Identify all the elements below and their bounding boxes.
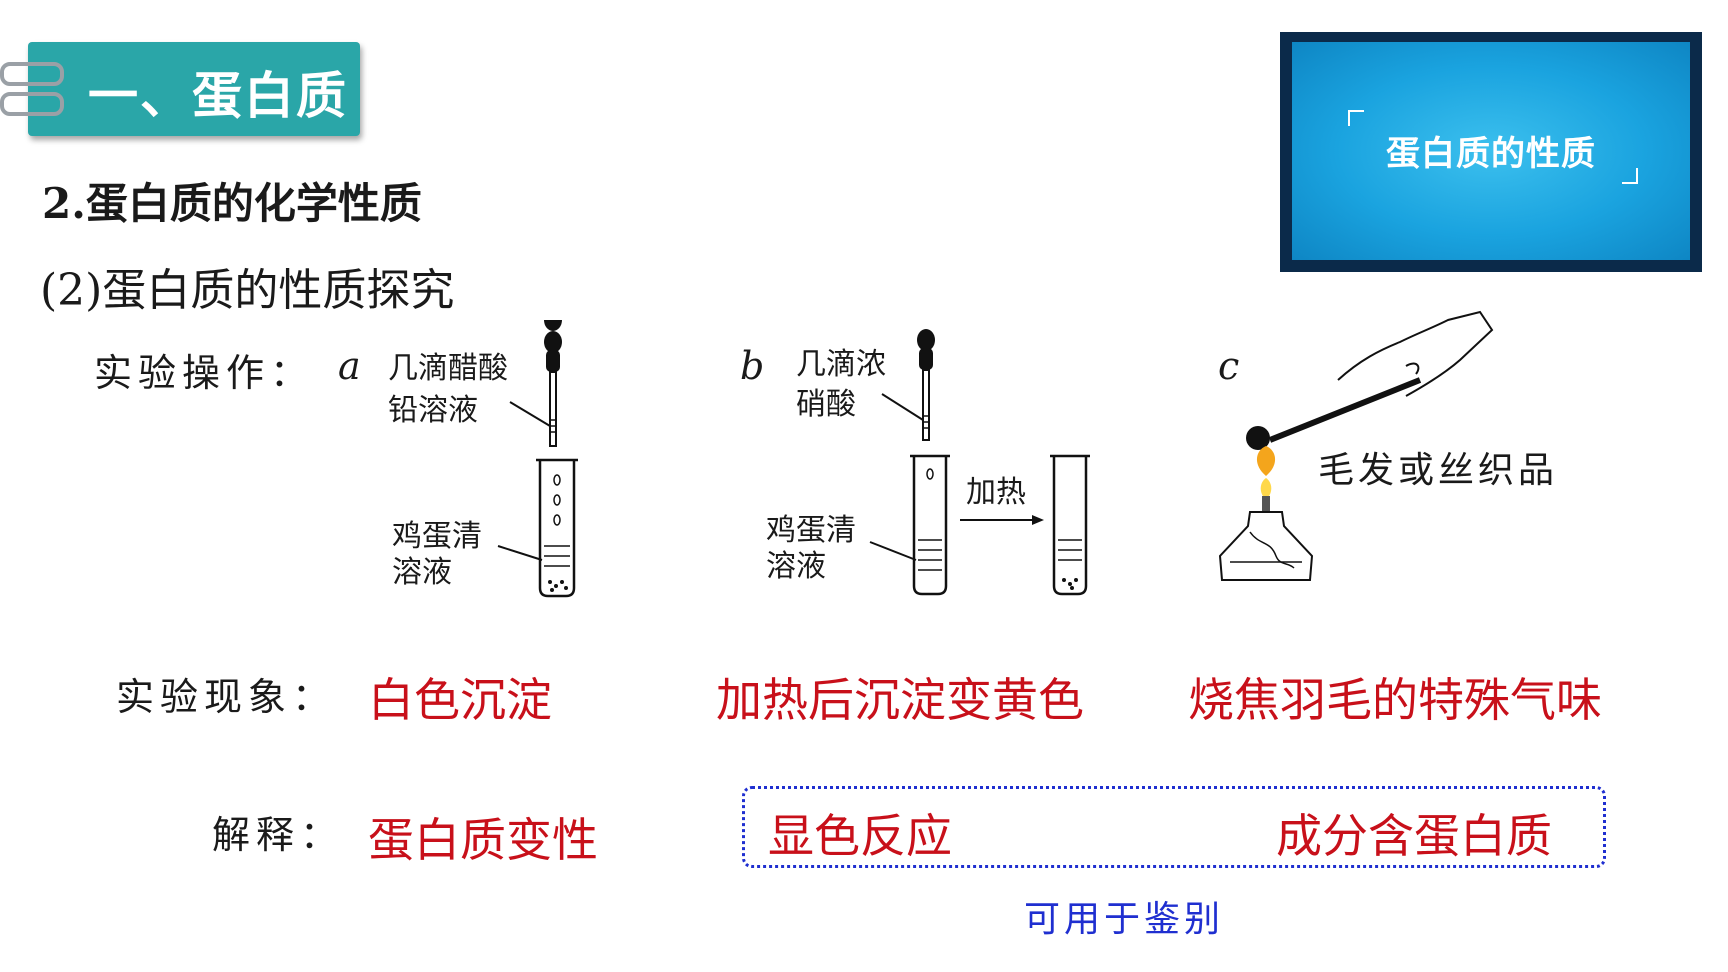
bracket-corner-icon [1348, 110, 1364, 126]
bracket-corner-icon [1622, 168, 1638, 184]
phenomenon-a: 白色沉淀 [368, 673, 552, 727]
experiment-c-apparatus [1218, 310, 1494, 581]
experiment-b-reagent-line2: 硝酸 [796, 387, 856, 422]
explanation-a: 蛋白质变性 [368, 813, 598, 867]
label-explanation: 解释： [212, 813, 345, 857]
explanation-c: 成分含蛋白质 [1276, 809, 1552, 863]
tongs-icon [1268, 377, 1422, 443]
phenomenon-b: 加热后沉淀变黄色 [716, 673, 1084, 727]
label-operation: 实验操作： [94, 351, 315, 395]
phenomenon-c: 烧焦羽毛的特殊气味 [1188, 673, 1602, 727]
identification-note: 可用于鉴别 [1024, 899, 1225, 940]
dropper-bulb-icon [917, 329, 935, 351]
hand-icon [1337, 310, 1494, 397]
experiment-b-sample-line2: 溶液 [766, 549, 826, 584]
explanation-b: 显色反应 [768, 809, 952, 863]
flame-icon [1256, 446, 1276, 476]
page-heading: 2.蛋白质的化学性质 [42, 179, 422, 228]
dropper-bulb-icon [544, 320, 562, 331]
experiment-b-apparatus [869, 329, 1090, 596]
section-tab [28, 42, 360, 136]
experiment-a-sample-line1: 鸡蛋清 [392, 519, 482, 554]
experiment-b-sample-line1: 鸡蛋清 [766, 513, 856, 548]
section-title: 一、蛋白质 [88, 67, 348, 125]
binder-ring-icon [0, 92, 64, 116]
sample-icon [1246, 426, 1270, 450]
experiment-a-reagent-line1: 几滴醋酸 [388, 351, 508, 386]
dotted-highlight-box [742, 786, 1606, 868]
experiment-b-letter: b [740, 344, 765, 388]
test-tube-icon [538, 460, 576, 598]
experiment-c-letter: c [1218, 344, 1240, 388]
video-screen[interactable] [1292, 42, 1690, 260]
test-tube-icon [1052, 456, 1088, 596]
experiment-a-letter: a [338, 344, 361, 388]
test-tube-icon [912, 456, 948, 596]
binder-ring-icon [0, 62, 64, 86]
page-subheading: (2)蛋白质的性质探究 [40, 265, 455, 316]
experiment-a-reagent-line2: 铅溶液 [388, 393, 478, 428]
experiment-a-sample-line2: 溶液 [392, 555, 452, 590]
experiment-b-reagent-line1: 几滴浓 [796, 347, 886, 382]
video-title[interactable]: 蛋白质的性质 [1386, 134, 1596, 174]
experiment-a-apparatus [497, 320, 578, 598]
label-phenomenon: 实验现象： [116, 675, 337, 719]
alcohol-lamp-icon [1218, 511, 1314, 581]
dropper-tube-icon [549, 371, 557, 447]
heat-arrow-label: 加热 [966, 475, 1026, 510]
experiment-c-material: 毛发或丝织品 [1318, 450, 1559, 491]
dropper-tube-icon [922, 369, 930, 441]
